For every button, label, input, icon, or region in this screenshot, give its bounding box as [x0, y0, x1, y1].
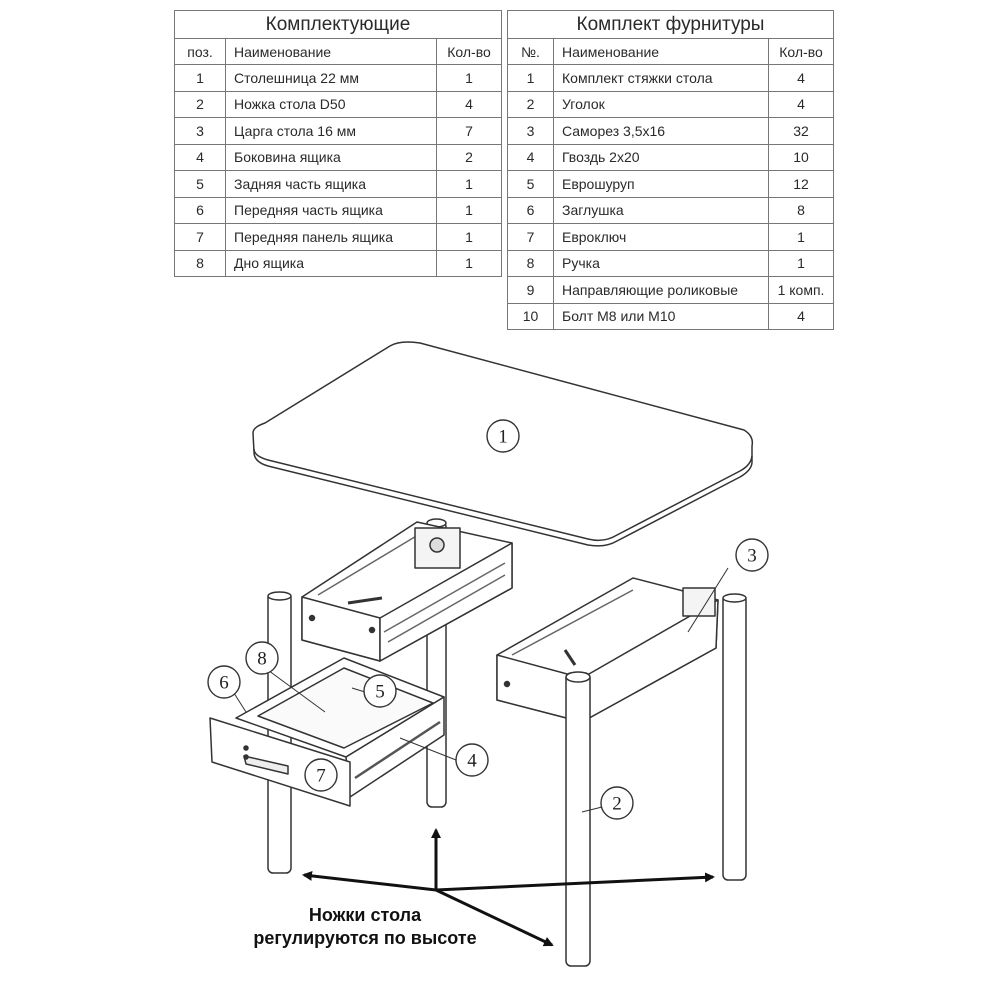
- callout-2: 2: [612, 794, 622, 815]
- cell-name: Дно ящика: [225, 249, 437, 277]
- cell-qty: 1: [436, 64, 502, 92]
- cell-num: 3: [507, 117, 554, 145]
- cell-name: Гвоздь 2х20: [553, 143, 769, 171]
- cell-pos: 7: [174, 223, 226, 251]
- apron-frame-right: [496, 577, 719, 723]
- cell-qty: 32: [768, 117, 834, 145]
- cell-qty: 1: [436, 196, 502, 224]
- callout-3: 3: [747, 546, 757, 567]
- cell-name: Болт М8 или М10: [553, 302, 769, 330]
- cell-qty: 1: [436, 249, 502, 277]
- cell-num: 1: [507, 64, 554, 92]
- height-adjust-note-line2: регулируются по высоте: [253, 928, 477, 948]
- hardware-table-title: Комплект фурнитуры: [507, 10, 834, 39]
- cell-name: Передняя часть ящика: [225, 196, 437, 224]
- cell-pos: 8: [174, 249, 226, 277]
- col-header-name: Наименование: [553, 38, 769, 65]
- components-table: Комплектующие поз. Наименование Кол-во 1…: [174, 10, 502, 277]
- height-adjust-note-line1: Ножки стола: [308, 905, 422, 925]
- table-leg-front-right: [565, 671, 591, 967]
- cell-name: Заглушка: [553, 196, 769, 224]
- cell-qty: 8: [768, 196, 834, 224]
- cell-name: Комплект стяжки стола: [553, 64, 769, 92]
- cell-num: 5: [507, 170, 554, 198]
- cell-name: Направляющие роликовые: [553, 276, 769, 304]
- cell-qty: 2: [436, 143, 502, 171]
- apron-frame-left: [301, 521, 513, 662]
- hardware-table: Комплект фурнитуры №. Наименование Кол-в…: [507, 10, 834, 330]
- cell-qty: 1: [436, 223, 502, 251]
- callout-6: 6: [219, 673, 229, 694]
- callout-4: 4: [467, 751, 477, 772]
- components-table-title: Комплектующие: [174, 10, 502, 39]
- cell-name: Саморез 3,5х16: [553, 117, 769, 145]
- cell-qty: 1: [768, 223, 834, 251]
- callout-8: 8: [257, 649, 267, 670]
- callout-7: 7: [316, 766, 326, 787]
- cell-name: Евроключ: [553, 223, 769, 251]
- col-header-pos: поз.: [174, 38, 226, 65]
- cell-qty: 4: [768, 302, 834, 330]
- cell-pos: 6: [174, 196, 226, 224]
- cell-name: Передняя панель ящика: [225, 223, 437, 251]
- callout-5: 5: [375, 682, 385, 703]
- cell-name: Боковина ящика: [225, 143, 437, 171]
- cell-num: 6: [507, 196, 554, 224]
- cell-pos: 3: [174, 117, 226, 145]
- cell-pos: 4: [174, 143, 226, 171]
- cell-qty: 1: [768, 249, 834, 277]
- callout-1: 1: [498, 427, 508, 448]
- cell-name: Задняя часть ящика: [225, 170, 437, 198]
- col-header-qty: Кол-во: [436, 38, 502, 65]
- cell-num: 4: [507, 143, 554, 171]
- cell-num: 10: [507, 302, 554, 330]
- height-adjust-note: Ножки стола регулируются по высоте: [215, 904, 515, 950]
- cell-name: Царга стола 16 мм: [225, 117, 437, 145]
- cell-qty: 12: [768, 170, 834, 198]
- cell-name: Еврошуруп: [553, 170, 769, 198]
- cell-pos: 5: [174, 170, 226, 198]
- cell-qty: 4: [436, 90, 502, 118]
- table-leg-back-right: [722, 593, 747, 881]
- cell-qty: 10: [768, 143, 834, 171]
- cell-qty: 1: [436, 170, 502, 198]
- height-adjustment-arrows: [302, 828, 715, 947]
- cell-qty: 7: [436, 117, 502, 145]
- col-header-qty: Кол-во: [768, 38, 834, 65]
- cell-qty: 1 комп.: [768, 276, 834, 304]
